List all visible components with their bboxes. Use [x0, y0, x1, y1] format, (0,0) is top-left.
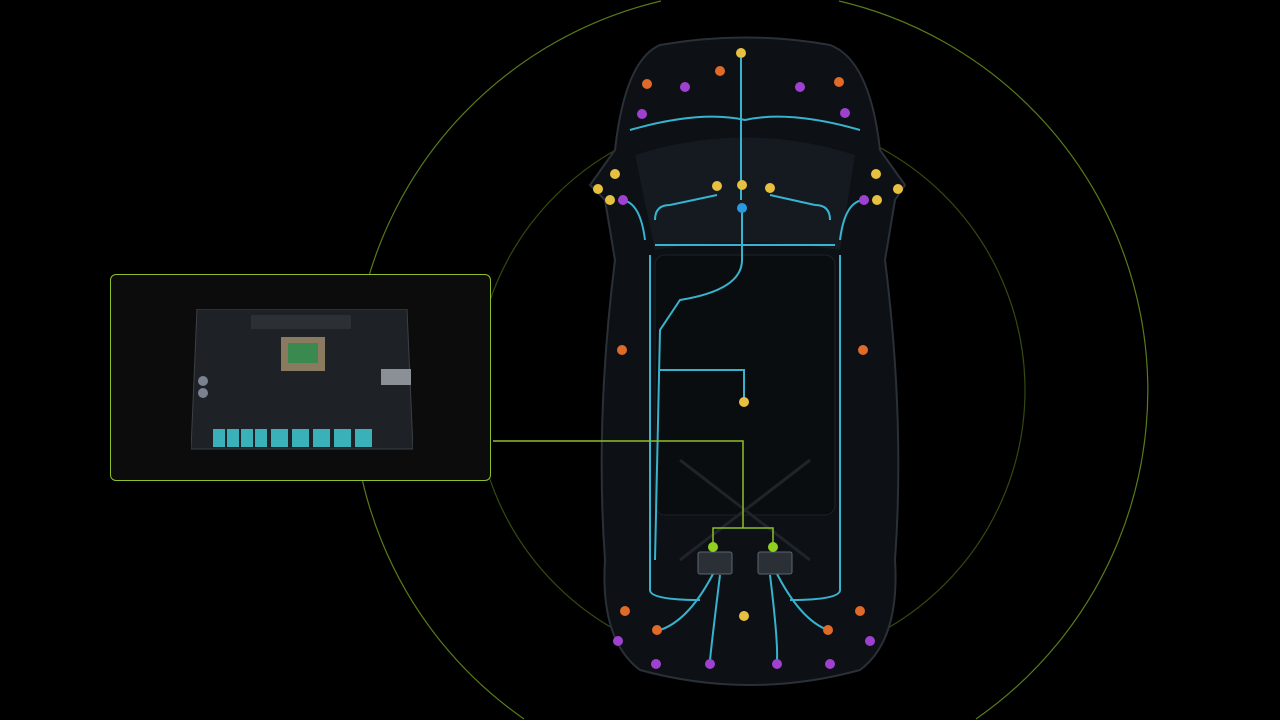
- sensor-dots: [593, 48, 903, 669]
- camera-dot-icon: [739, 611, 749, 621]
- wire-run: [654, 194, 718, 221]
- radar-dot-icon: [823, 625, 833, 635]
- compute-units: [697, 551, 793, 575]
- camera-dot-icon: [871, 169, 881, 179]
- ultrasonic-dot-icon: [651, 659, 661, 669]
- board-port: [271, 429, 288, 447]
- board-port: [334, 429, 351, 447]
- wire-run: [769, 574, 779, 661]
- wire-run: [709, 574, 721, 661]
- ultrasonic-dot-icon: [772, 659, 782, 669]
- wire-run: [769, 194, 831, 221]
- board-ports: [213, 429, 372, 447]
- radar-dot-icon: [858, 345, 868, 355]
- wire-run: [774, 569, 829, 631]
- radar-dot-icon: [642, 79, 652, 89]
- board-port: [255, 429, 267, 447]
- camera-dot-icon: [765, 183, 775, 193]
- car-body: [588, 36, 907, 686]
- compute-unit-left: [697, 551, 733, 575]
- camera-dot-icon: [736, 48, 746, 58]
- ultrasonic-dot-icon: [705, 659, 715, 669]
- camera-dot-icon: [610, 169, 620, 179]
- wire-run: [789, 255, 841, 601]
- compute-dot-icon: [708, 542, 718, 552]
- radar-dot-icon: [617, 345, 627, 355]
- compute-board-icon: [191, 309, 413, 450]
- compute-board-callout: [110, 274, 491, 481]
- wire-run: [659, 569, 716, 631]
- camera-dot-icon: [605, 195, 615, 205]
- board-port: [227, 429, 239, 447]
- board-port: [292, 429, 309, 447]
- camera-dot-icon: [593, 184, 603, 194]
- radar-dot-icon: [834, 77, 844, 87]
- ultrasonic-dot-icon: [840, 108, 850, 118]
- board-port: [313, 429, 330, 447]
- wire-run: [629, 115, 861, 131]
- callout-connector: [493, 440, 774, 547]
- ultrasonic-dot-icon: [825, 659, 835, 669]
- wiring-harness: [619, 58, 866, 661]
- radar-dot-icon: [855, 606, 865, 616]
- camera-dot-icon: [712, 181, 722, 191]
- ultrasonic-dot-icon: [859, 195, 869, 205]
- ultrasonic-dot-icon: [618, 195, 628, 205]
- wire-run: [649, 255, 701, 601]
- lidar-dot-icon: [737, 203, 747, 213]
- wire-run: [660, 369, 745, 398]
- camera-dot-icon: [739, 397, 749, 407]
- compute-dot-icon: [768, 542, 778, 552]
- radar-dot-icon: [620, 606, 630, 616]
- camera-dot-icon: [893, 184, 903, 194]
- board-port: [213, 429, 225, 447]
- ultrasonic-dot-icon: [613, 636, 623, 646]
- camera-dot-icon: [737, 180, 747, 190]
- camera-dot-icon: [872, 195, 882, 205]
- radar-dot-icon: [652, 625, 662, 635]
- ultrasonic-dot-icon: [680, 82, 690, 92]
- compute-unit-right: [757, 551, 793, 575]
- board-port: [355, 429, 372, 447]
- outer-range-arc-right: [838, 0, 1149, 720]
- ultrasonic-dot-icon: [865, 636, 875, 646]
- board-port: [241, 429, 253, 447]
- radar-dot-icon: [715, 66, 725, 76]
- ultrasonic-dot-icon: [637, 109, 647, 119]
- wire-run: [654, 212, 743, 561]
- ultrasonic-dot-icon: [795, 82, 805, 92]
